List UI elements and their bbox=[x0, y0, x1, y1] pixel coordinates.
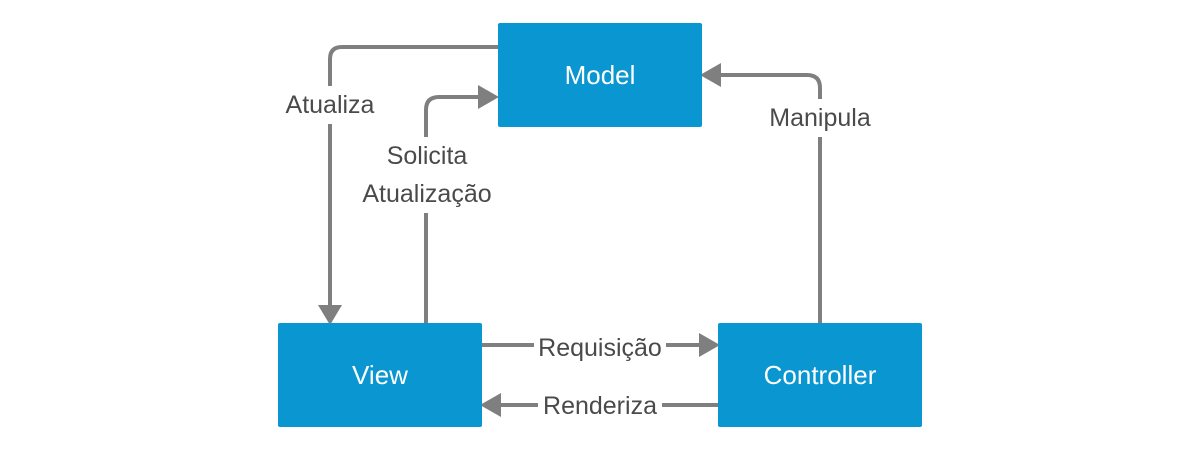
edge-label-atualiza: Atualiza bbox=[280, 86, 380, 124]
model-box: Model bbox=[498, 23, 702, 127]
arrowhead-icon bbox=[699, 333, 720, 357]
arrowhead-icon bbox=[478, 85, 499, 109]
edge-label-requisicao: Requisição bbox=[534, 329, 666, 367]
model-label: Model bbox=[564, 59, 636, 90]
view-box: View bbox=[278, 323, 482, 427]
edge-label-renderiza: Renderiza bbox=[538, 387, 662, 425]
controller-box: Controller bbox=[718, 323, 922, 427]
edge-label-solicita-line1: Solicita bbox=[386, 142, 468, 170]
arrowhead-icon bbox=[480, 393, 501, 417]
edge-atualiza bbox=[318, 45, 498, 325]
edge-solicita bbox=[424, 85, 499, 323]
edge-manipula bbox=[700, 63, 822, 323]
controller-label: Controller bbox=[763, 359, 877, 390]
arrowhead-icon bbox=[700, 63, 721, 87]
edge-label-solicita: Solicita Atualização bbox=[356, 137, 498, 213]
arrowhead-icon bbox=[318, 305, 342, 325]
view-label: View bbox=[352, 359, 408, 390]
edge-label-solicita-line2: Atualização bbox=[362, 180, 492, 208]
edge-label-manipula: Manipula bbox=[764, 99, 876, 137]
